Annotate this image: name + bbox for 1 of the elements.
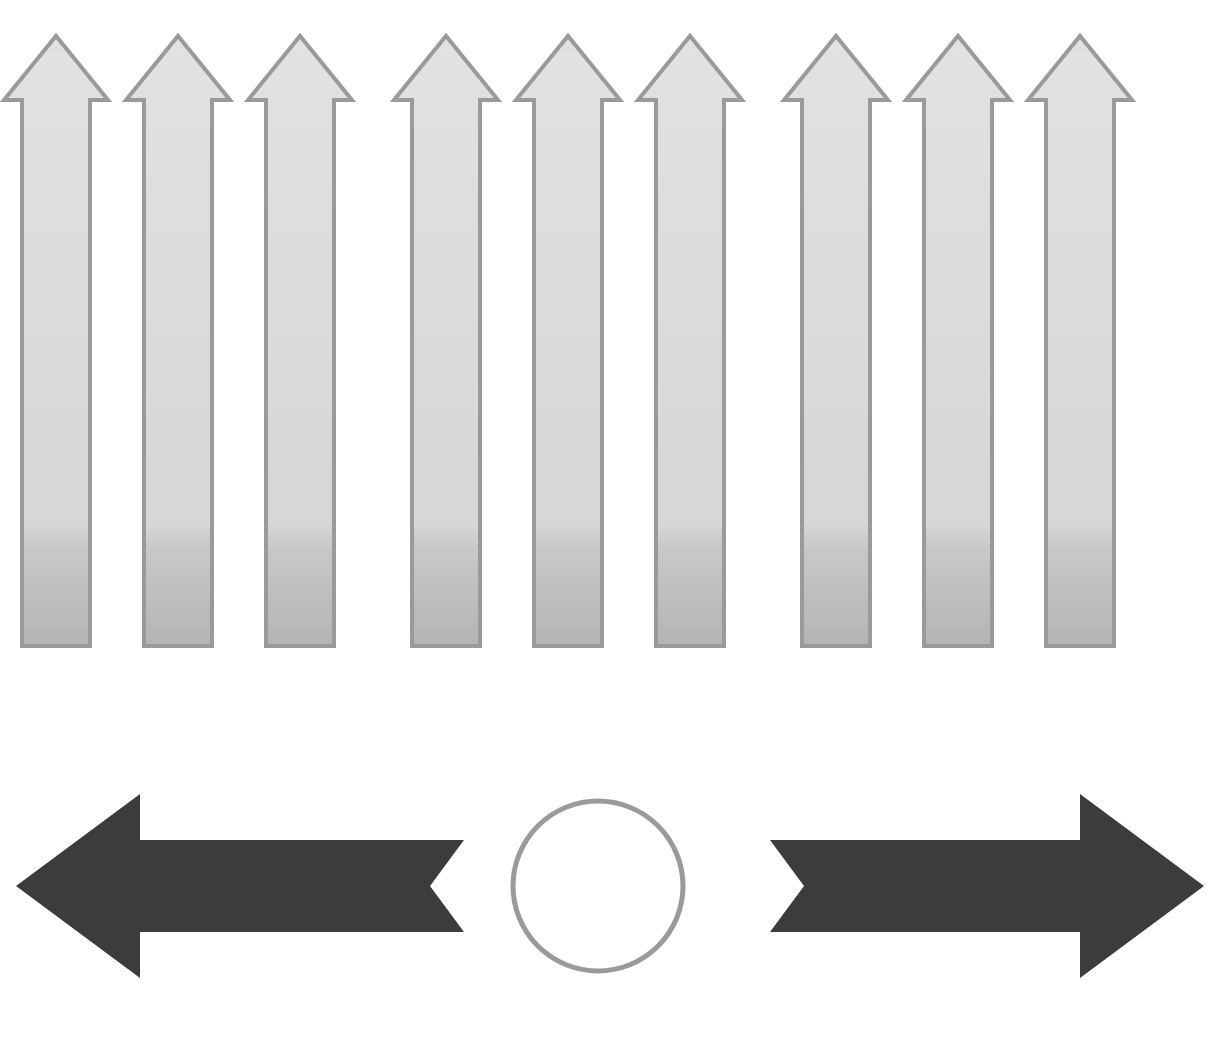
- circle: [510, 798, 686, 974]
